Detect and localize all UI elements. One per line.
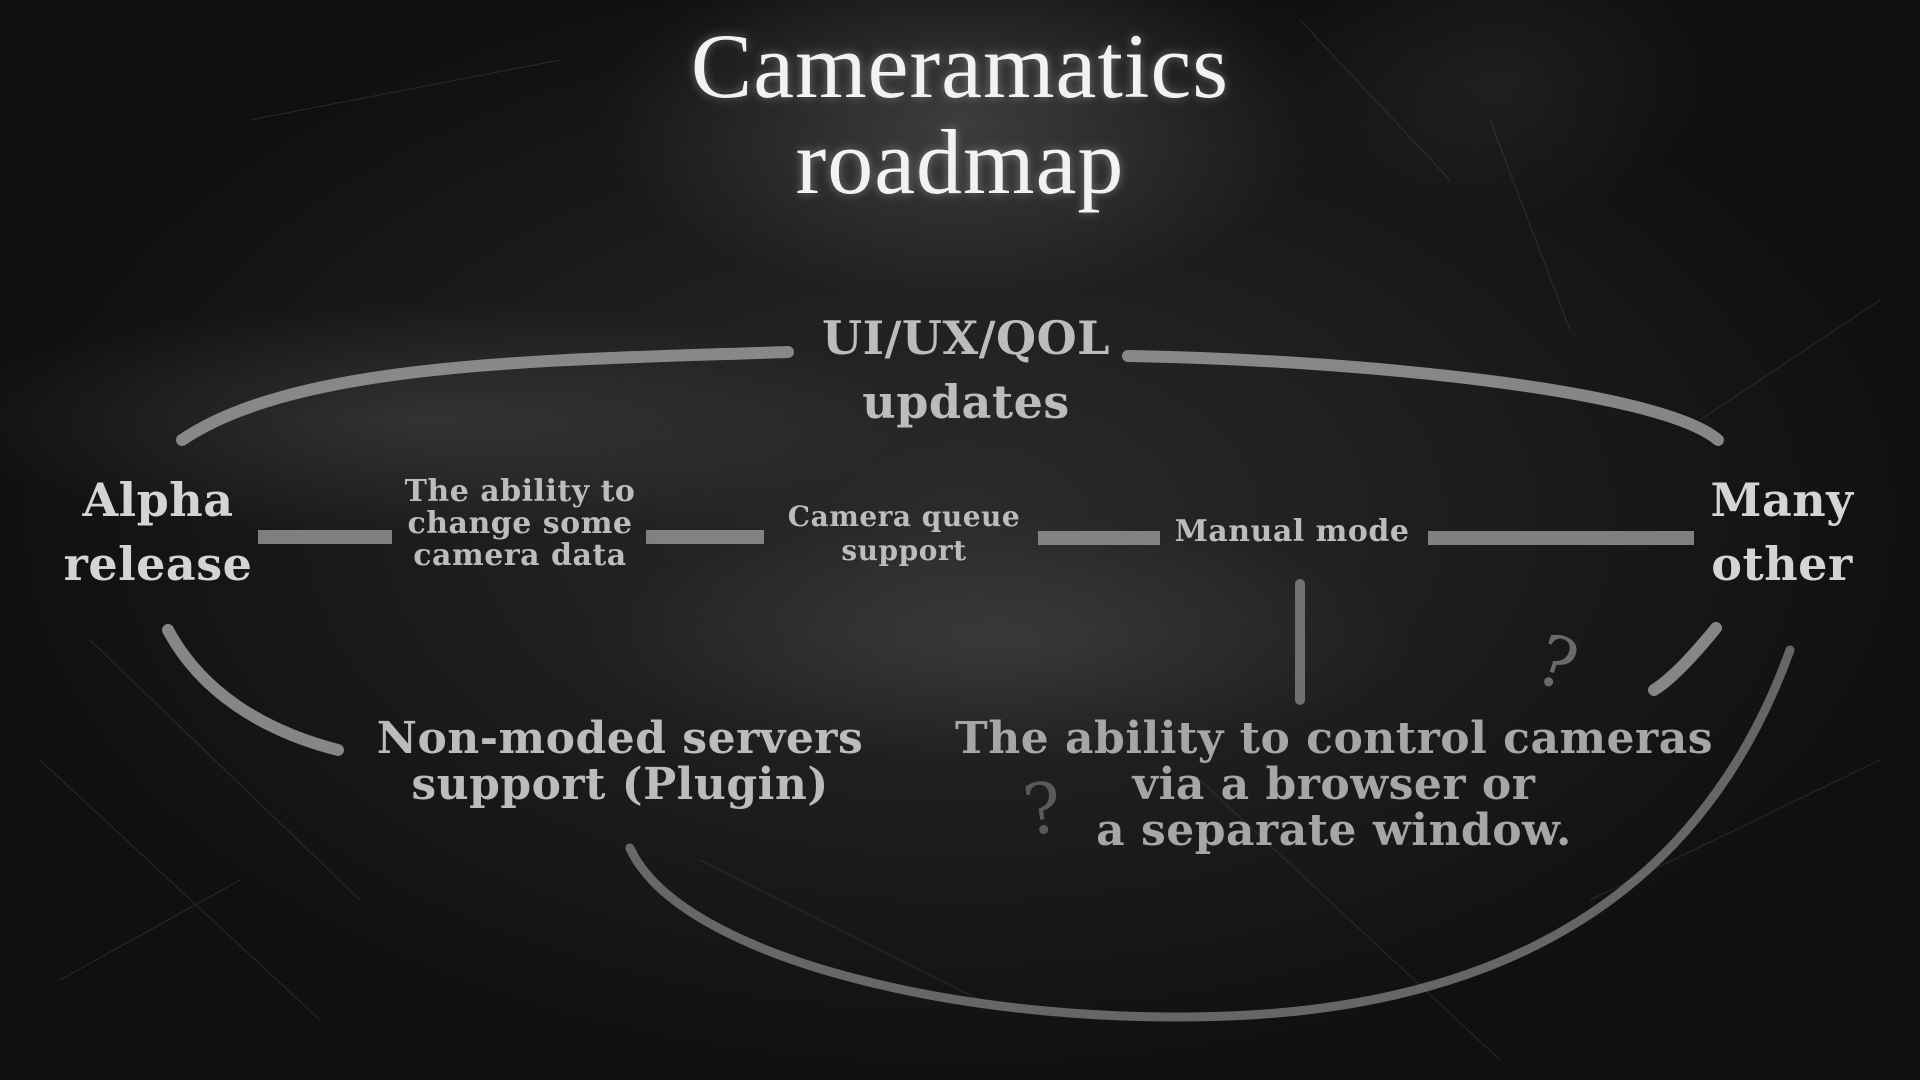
arc-many-to-browser	[1648, 622, 1722, 696]
node-non-moded-servers: Non-moded servers support (Plugin)	[376, 713, 864, 810]
node-manual-mode: Manual mode	[1174, 514, 1410, 549]
arc-alpha-to-nonmoded	[162, 624, 344, 756]
arc-nonmoded-to-many	[625, 645, 1795, 1022]
roadmap-title: Cameramatics roadmap	[690, 15, 1230, 213]
node-alpha-release: Alpha release	[63, 473, 253, 591]
arc-alpha-to-uiux	[176, 346, 794, 446]
node-camera-queue-support: Camera queue support	[787, 500, 1021, 567]
node-change-camera-data: The ability to change some camera data	[404, 474, 636, 573]
node-browser-camera-control: The ability to control cameras via a bro…	[955, 713, 1713, 856]
node-many-other: Many other	[1710, 473, 1854, 591]
node-uiux-qol-updates: UI/UX/QOL updates	[821, 311, 1111, 429]
arc-uiux-to-many	[1122, 350, 1724, 446]
